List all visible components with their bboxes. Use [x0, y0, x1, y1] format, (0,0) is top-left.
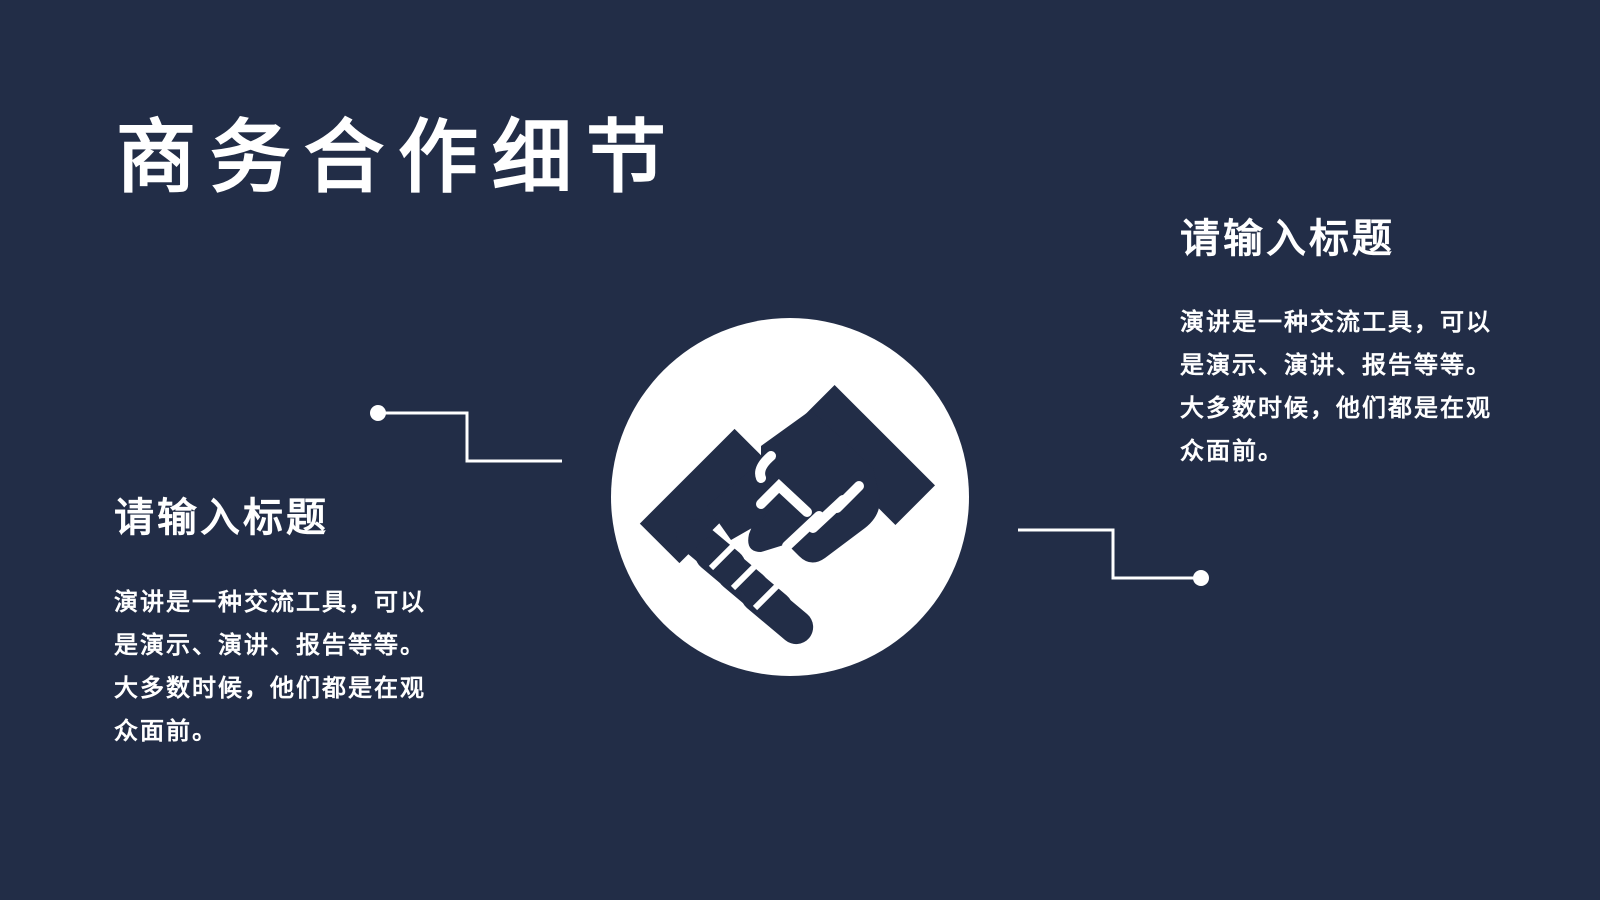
right-connector: [1018, 528, 1209, 586]
left-connector: [370, 405, 562, 463]
left-block-body: 演讲是一种交流工具，可以是演示、演讲、报告等等。大多数时候，他们都是在观众面前。: [114, 588, 426, 745]
left-block-title: 请输入标题: [114, 495, 329, 541]
right-block-title: 请输入标题: [1180, 216, 1395, 262]
handshake-icon: [639, 384, 936, 645]
slide-title: 商务合作细节: [116, 111, 680, 204]
right-block-body: 演讲是一种交流工具，可以是演示、演讲、报告等等。大多数时候，他们都是在观众面前。: [1180, 308, 1492, 465]
